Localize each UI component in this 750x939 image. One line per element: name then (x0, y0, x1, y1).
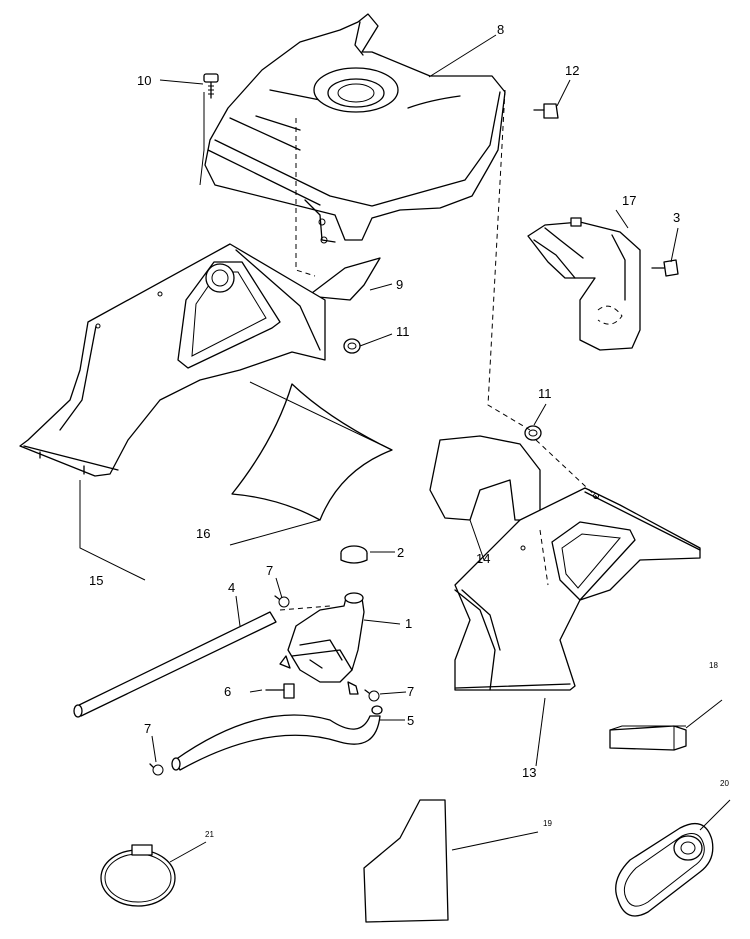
label-13: 13 (522, 765, 536, 780)
label-12: 12 (565, 63, 579, 78)
part-2-cap[interactable] (340, 545, 368, 564)
leader-lines (79, 34, 731, 863)
part-11-grommet-upper[interactable] (343, 338, 361, 354)
label-20: 20 (720, 779, 729, 788)
part-7-clamp-upper[interactable] (274, 595, 290, 608)
part-6-bolt[interactable] (265, 683, 295, 699)
part-13-right-side-panel[interactable] (454, 487, 701, 691)
label-7-upper: 7 (266, 563, 273, 578)
part-1-reservoir-tank[interactable] (279, 592, 365, 695)
label-9: 9 (396, 277, 403, 292)
label-2: 2 (397, 545, 404, 560)
part-10-screw[interactable] (203, 73, 219, 99)
label-18: 18 (709, 661, 718, 670)
label-5: 5 (407, 713, 414, 728)
label-7-lower: 7 (144, 721, 151, 736)
part-18-foam-block[interactable] (609, 725, 687, 751)
part-labels: 8 10 12 17 3 9 11 11 16 14 15 2 7 4 1 6 … (89, 22, 729, 839)
part-3-screw[interactable] (651, 259, 679, 277)
label-21: 21 (205, 830, 214, 839)
label-6: 6 (224, 684, 231, 699)
part-8-tank-cover[interactable] (204, 13, 506, 244)
part-19-sheet[interactable] (363, 799, 449, 923)
part-21-clamp-ring[interactable] (100, 844, 176, 907)
label-3: 3 (673, 210, 680, 225)
part-14-pad[interactable] (429, 435, 541, 521)
label-1: 1 (405, 616, 412, 631)
label-10: 10 (137, 73, 151, 88)
part-4-hose[interactable] (73, 605, 331, 718)
label-8: 8 (497, 22, 504, 37)
label-16: 16 (196, 526, 210, 541)
part-16-pad[interactable] (231, 383, 393, 521)
label-4: 4 (228, 580, 235, 595)
part-5-hose[interactable] (171, 705, 383, 771)
label-19: 19 (543, 819, 552, 828)
part-12-bolt[interactable] (533, 103, 559, 119)
part-9-pad[interactable] (307, 257, 381, 301)
part-7-clamp-right[interactable] (364, 689, 380, 702)
label-17: 17 (622, 193, 636, 208)
part-17-air-duct[interactable] (527, 217, 641, 351)
label-15: 15 (89, 573, 103, 588)
label-14: 14 (476, 551, 490, 566)
label-7-right: 7 (407, 684, 414, 699)
label-11-upper: 11 (396, 324, 410, 339)
label-11-lower: 11 (538, 386, 552, 401)
part-20-gasket[interactable] (615, 822, 714, 917)
part-7-clamp-lower[interactable] (149, 763, 164, 776)
part-15-left-side-panel[interactable] (19, 243, 326, 477)
